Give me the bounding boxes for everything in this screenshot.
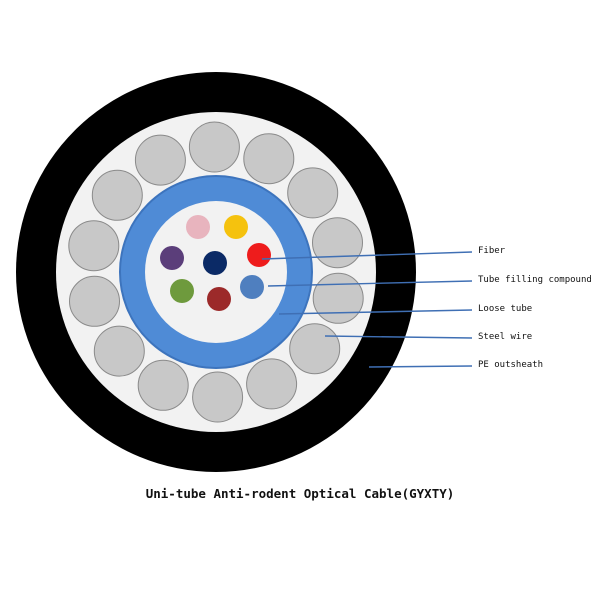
fiber [224,215,248,239]
leader-line-pe-outsheath [368,365,473,368]
fiber [247,243,271,267]
steel-wire [137,359,189,411]
callout-label-loose-tube: Loose tube [478,304,533,314]
steel-wire [69,275,120,327]
fiber [207,287,231,311]
steel-wire [93,325,145,377]
fiber [170,279,194,303]
fiber [240,275,264,299]
steel-wire [134,134,186,186]
callout-leader-lines [261,251,473,368]
steel-wire [192,371,244,423]
diagram-caption: Uni-tube Anti-rodent Optical Cable(GYXTY… [145,486,455,501]
fiber [160,246,184,270]
steel-wire [312,272,364,324]
steel-wire [246,358,298,410]
steel-wire [68,220,120,272]
callout-label-fiber: Fiber [478,246,506,256]
callout-label-pe-outsheath: PE outsheath [478,360,544,370]
steel-wire [243,133,295,185]
steel-wire-group [68,121,364,423]
callout-label-steel-wire: Steel wire [478,332,533,342]
fiber [203,251,227,275]
fiber-group [160,215,271,311]
leader-line-fiber [261,251,473,260]
leader-line-loose-tube [278,309,473,315]
leader-line-steel-wire [324,335,473,339]
callout-label-tube-filling-compound: Tube filling compound [478,275,592,285]
steel-wire [287,167,339,219]
steel-wire [188,121,240,173]
fiber [186,215,210,239]
steel-wire [91,169,143,221]
leader-line-tube-filling-compound [267,280,473,287]
steel-wire [312,217,363,269]
